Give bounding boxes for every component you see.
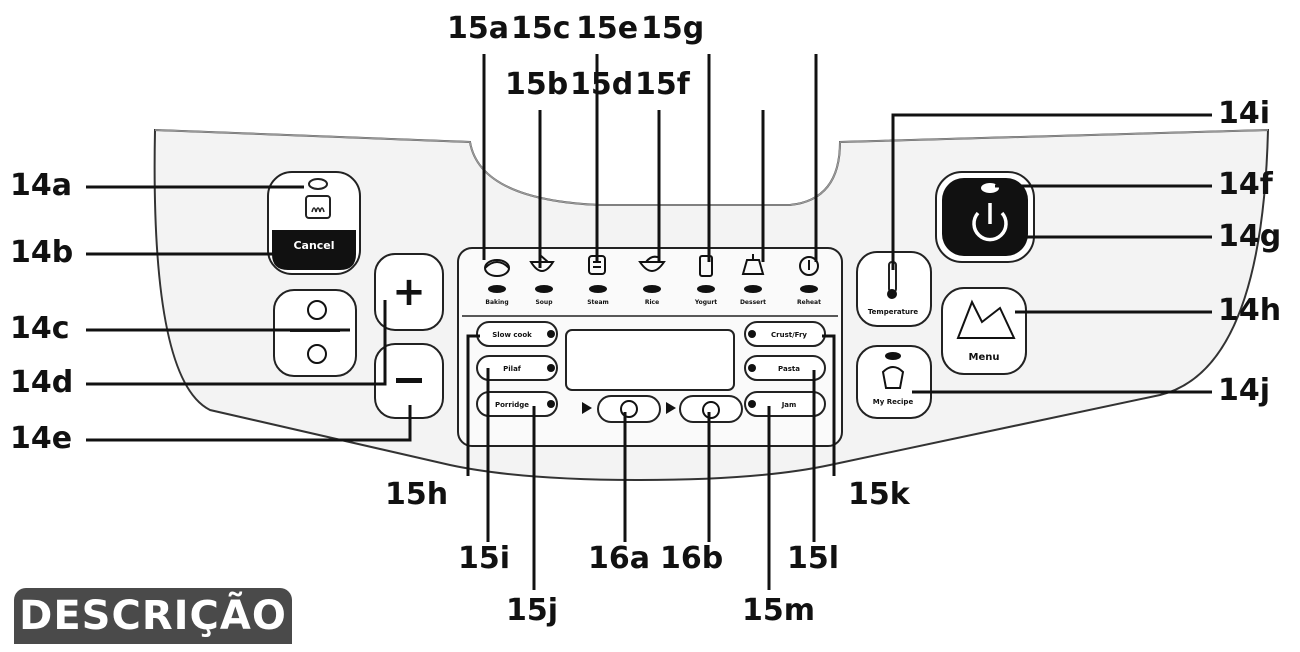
menu-button-label: Menu (969, 352, 1000, 363)
left-program-buttons[interactable]: Slow cook Pilaf Porridge (476, 321, 558, 417)
label-14f: 14f (1218, 167, 1273, 202)
label-15j: 15j (506, 593, 559, 628)
label-15g: 15g (641, 11, 705, 46)
baking-icon (484, 259, 510, 277)
pilaf-button-label: Pilaf (503, 365, 522, 373)
cancel-button[interactable]: Cancel (267, 171, 361, 275)
program-label-steam: Steam (587, 299, 609, 306)
label-15d: 15d (570, 67, 634, 102)
slow-cook-button-label: Slow cook (492, 331, 532, 339)
temperature-button-label: Temperature (868, 308, 919, 316)
leader-lines (86, 54, 1212, 590)
dessert-icon (741, 254, 765, 275)
power-button[interactable] (935, 171, 1035, 263)
label-14d: 14d (10, 365, 74, 400)
program-label-reheat: Reheat (797, 299, 821, 306)
label-14a: 14a (10, 168, 72, 203)
label-14h: 14h (1218, 293, 1282, 328)
crust-fry-button-label: Crust/Fry (771, 331, 807, 339)
right-program-buttons[interactable]: Crust/Fry Pasta Jam (744, 321, 826, 417)
label-15k: 15k (848, 477, 910, 512)
pasta-button-label: Pasta (778, 365, 800, 373)
porridge-button-label: Porridge (495, 401, 529, 409)
label-14g: 14g (1218, 219, 1282, 254)
label-14c: 14c (10, 311, 70, 346)
reheat-icon (799, 256, 819, 276)
label-16b: 16b (660, 541, 724, 576)
label-14b: 14b (10, 235, 74, 270)
lcd-display (565, 329, 735, 391)
plus-button[interactable]: + (374, 253, 444, 331)
program-label-rice: Rice (645, 299, 659, 306)
section-badge: DESCRIÇÃO (14, 588, 292, 644)
label-14i: 14i (1218, 96, 1271, 131)
label-16a: 16a (588, 541, 650, 576)
temperature-button[interactable]: Temperature (856, 251, 932, 327)
program-label-yogurt: Yogurt (694, 299, 717, 306)
program-indicator-leds (488, 285, 818, 293)
label-15c: 15c (511, 11, 571, 46)
my-recipe-button-label: My Recipe (873, 398, 914, 406)
delay-timer-button[interactable] (597, 395, 661, 423)
cooking-time-button[interactable] (679, 395, 743, 423)
menu-button[interactable]: Menu (941, 287, 1027, 375)
label-14e: 14e (10, 421, 73, 456)
label-15a: 15a (447, 11, 509, 46)
label-15h: 15h (385, 477, 449, 512)
label-15l: 15l (787, 541, 840, 576)
yogurt-icon (699, 255, 713, 277)
label-15e: 15e (576, 11, 639, 46)
label-15f: 15f (635, 67, 690, 102)
section-title: DESCRIÇÃO (19, 593, 287, 639)
program-label-soup: Soup (535, 299, 553, 306)
timer-button[interactable] (273, 289, 357, 377)
svg-text:+: + (392, 269, 426, 315)
label-14j: 14j (1218, 373, 1271, 408)
program-labels: Baking Soup Steam Rice Yogurt Dessert Re… (485, 299, 821, 306)
program-label-baking: Baking (485, 299, 508, 306)
label-15m: 15m (742, 593, 816, 628)
cancel-button-label: Cancel (293, 239, 334, 252)
program-label-dessert: Dessert (740, 299, 766, 306)
my-recipe-button[interactable]: My Recipe (856, 345, 932, 419)
label-15b: 15b (505, 67, 569, 102)
jam-button-label: Jam (781, 401, 797, 409)
label-15i: 15i (458, 541, 511, 576)
